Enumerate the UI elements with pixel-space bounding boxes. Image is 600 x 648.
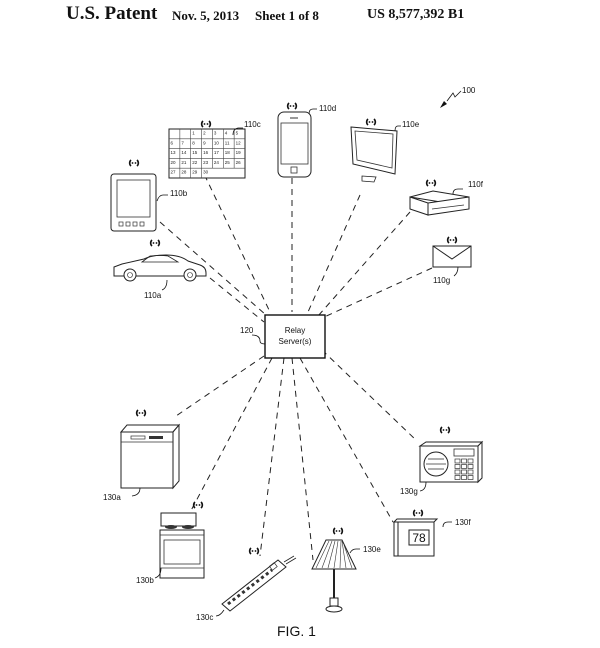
calendar-day: 29	[192, 170, 198, 175]
stove-icon: 130b	[136, 501, 205, 585]
calendar-day: 11	[225, 140, 230, 145]
calendar-day: 7	[181, 140, 184, 145]
radio-key	[454, 469, 461, 475]
thermostat-display: 78	[412, 531, 426, 545]
power-strip-icon: 130c	[196, 547, 297, 622]
ref-130c: 130c	[196, 613, 213, 622]
radio-key	[461, 469, 467, 475]
ref-110c: 110c	[244, 120, 261, 129]
calendar-day: 22	[192, 160, 198, 165]
link-130e	[291, 357, 314, 561]
smartphone-icon: 110d	[277, 102, 336, 178]
calendar-day: 8	[192, 140, 195, 145]
ref-130f: 130f	[455, 518, 471, 527]
calendar-day: 3	[214, 131, 217, 136]
calendar-day: 19	[236, 150, 242, 155]
server-label-line2: Server(s)	[279, 337, 312, 346]
link-110e	[307, 194, 361, 313]
radio-key	[461, 464, 467, 469]
link-110f	[317, 211, 411, 317]
link-110c	[194, 154, 271, 313]
calendar-day: 17	[214, 150, 220, 155]
system-ref: 100	[440, 86, 476, 108]
link-130f	[299, 357, 394, 523]
ref-110a: 110a	[144, 291, 162, 300]
calendar-day: 14	[181, 150, 187, 155]
tablet-icon: 110b	[110, 159, 188, 232]
patent-title: U.S. Patent	[66, 3, 158, 24]
settop-box-icon: 110f	[409, 179, 484, 216]
link-110a	[209, 277, 265, 323]
ref-130a: 130a	[103, 493, 121, 502]
server-ref: 120	[240, 326, 254, 335]
radio-key	[454, 464, 461, 469]
ref-130e: 130e	[363, 545, 381, 554]
ref-110e: 110e	[402, 120, 420, 129]
ref-130g: 130g	[400, 487, 418, 496]
calendar-day: 18	[225, 150, 231, 155]
radio-key	[454, 475, 461, 480]
server-label-line1: Relay	[285, 326, 305, 335]
patent-date: Nov. 5, 2013	[172, 8, 240, 23]
calendar-day: 27	[171, 170, 177, 175]
relay-server-box: Relay Server(s) 120	[240, 314, 326, 359]
calendar-day: 23	[203, 160, 209, 165]
lamp-icon: 130e	[311, 527, 381, 613]
ref-110b: 110b	[170, 189, 188, 198]
link-130b	[185, 357, 273, 521]
calendar-day: 4	[225, 131, 228, 136]
calendar-day: 9	[203, 140, 206, 145]
calendar-day: 20	[171, 160, 177, 165]
ref-110f: 110f	[468, 180, 484, 189]
calendar-day: 12	[236, 140, 242, 145]
radio-key	[467, 469, 474, 475]
patent-number: US 8,577,392 B1	[367, 7, 465, 22]
link-130g	[321, 349, 418, 442]
radio-key	[461, 458, 467, 464]
calendar-day: 28	[181, 170, 187, 175]
radio-key	[467, 475, 474, 480]
link-110b	[159, 221, 267, 316]
calendar-day: 15	[192, 150, 198, 155]
link-130c	[259, 357, 285, 557]
monitor-icon: 110e	[350, 118, 420, 183]
ref-110g: 110g	[433, 276, 450, 285]
dishwasher-icon: 130a	[103, 409, 181, 502]
ref-110d: 110d	[319, 104, 336, 113]
calendar-day: 24	[214, 160, 220, 165]
link-110g	[321, 267, 433, 319]
svg-text:100: 100	[462, 86, 476, 95]
radio-key	[461, 475, 467, 480]
thermostat-icon: 78 130f	[392, 509, 471, 557]
calendar-day: 6	[171, 140, 174, 145]
calendar-day: 16	[203, 150, 209, 155]
calendar-day: 30	[203, 170, 209, 175]
calendar-day: 1	[192, 131, 195, 136]
radio-key	[454, 458, 461, 464]
radio-key	[467, 458, 474, 464]
link-130a	[175, 355, 265, 417]
calendar-day: 10	[214, 140, 220, 145]
calendar-day: 2	[203, 131, 206, 136]
calendar-day: 21	[181, 160, 187, 165]
calendar-day: 25	[225, 160, 231, 165]
car-icon: 110a	[113, 239, 207, 300]
figure-caption: FIG. 1	[277, 623, 316, 639]
radio-key	[467, 464, 474, 469]
envelope-icon: 110g	[432, 236, 472, 285]
connection-lines	[159, 154, 433, 561]
calendar-day: 13	[171, 150, 177, 155]
radio-icon: 130g	[400, 426, 484, 496]
ref-130b: 130b	[136, 576, 154, 585]
calendar-day: 26	[236, 160, 242, 165]
sheet-number: Sheet 1 of 8	[255, 8, 319, 23]
calendar-day: 5	[236, 131, 239, 136]
